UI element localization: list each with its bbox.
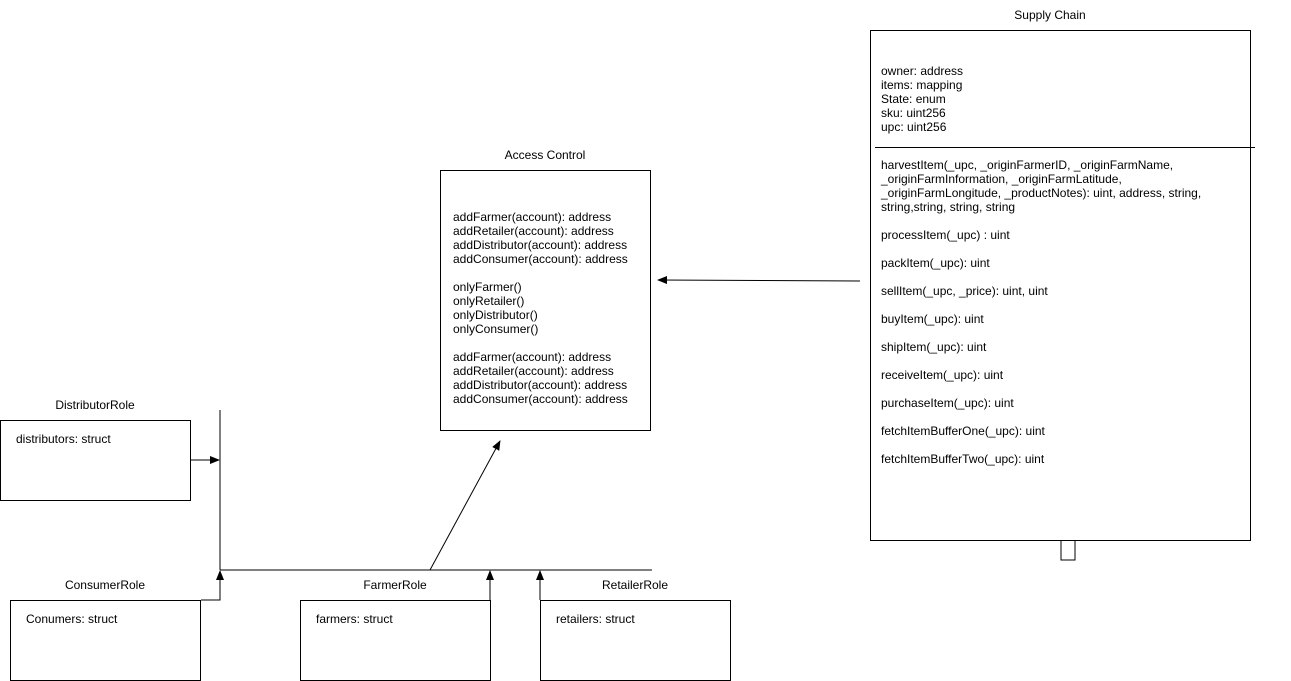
method-line: buyItem(_upc): uint: [881, 312, 984, 326]
consumer-role-box[interactable]: [10, 600, 201, 681]
method-spacer: [881, 382, 1201, 396]
member-line: addRetailer(account): address: [453, 364, 614, 378]
member-line: onlyRetailer(): [453, 294, 525, 308]
method-line: packItem(_upc): uint: [881, 256, 990, 270]
retailer-role-field: retailers: struct: [556, 612, 635, 626]
member-line: addConsumer(account): address: [453, 252, 628, 266]
method-line: shipItem(_upc): uint: [881, 340, 987, 354]
access-control-members: addFarmer(account): address addRetailer(…: [453, 210, 628, 406]
attribute-line: sku: uint256: [881, 106, 946, 120]
distributor-role-title: DistributorRole: [55, 398, 135, 412]
method-line: harvestItem(_upc, _originFarmerID, _orig…: [881, 158, 1174, 172]
supply-chain-title: Supply Chain: [1014, 8, 1086, 22]
consumer-to-bus-arrow: [201, 570, 224, 601]
method-spacer: [881, 410, 1201, 424]
method-line: purchaseItem(_upc): uint: [881, 396, 1014, 410]
member-line: addConsumer(account): address: [453, 392, 628, 406]
access-control-title: Access Control: [504, 148, 586, 162]
distributor-role-field: distributors: struct: [16, 432, 111, 446]
member-line: onlyConsumer(): [453, 322, 539, 336]
member-line: onlyFarmer(): [453, 280, 522, 294]
supply-chain-box[interactable]: [870, 30, 1251, 541]
method-line: _originFarmInformation, _originFarmLatit…: [881, 172, 1122, 186]
member-line: onlyDistributor(): [453, 308, 538, 322]
member-spacer: [453, 336, 628, 350]
method-line: fetchItemBufferTwo(_upc): uint: [881, 452, 1045, 466]
farmer-role-field: farmers: struct: [316, 612, 393, 626]
member-line: addFarmer(account): address: [453, 210, 612, 224]
bus-to-access-control-arrow: [429, 440, 501, 571]
method-spacer: [881, 438, 1201, 452]
supply-chain-methods: harvestItem(_upc, _originFarmerID, _orig…: [881, 158, 1201, 466]
supply-chain-divider: [875, 147, 1255, 148]
attribute-line: items: mapping: [881, 78, 963, 92]
member-line: addRetailer(account): address: [453, 224, 614, 238]
method-line: _originFarmLongitude, _productNotes): ui…: [881, 186, 1202, 200]
method-spacer: [881, 298, 1201, 312]
attribute-line: owner: address: [881, 64, 964, 78]
method-line: receiveItem(_upc): uint: [881, 368, 1004, 382]
member-line: addDistributor(account): address: [453, 238, 628, 252]
method-spacer: [881, 270, 1201, 284]
farmer-role-box[interactable]: [300, 600, 491, 681]
attribute-line: upc: uint256: [881, 120, 947, 134]
distributor-role-box[interactable]: [0, 420, 191, 501]
member-line: addFarmer(account): address: [453, 350, 612, 364]
method-line: processItem(_upc) : uint: [881, 228, 1010, 242]
member-spacer: [453, 266, 628, 280]
attribute-line: State: enum: [881, 92, 946, 106]
supply-chain-attributes: owner: address items: mapping State: enu…: [881, 64, 963, 134]
supply-chain-resize-handle[interactable]: [1060, 539, 1076, 561]
farmer-role-title: FarmerRole: [363, 578, 427, 592]
method-line: string,string, string, string: [881, 200, 1016, 214]
member-line: addDistributor(account): address: [453, 378, 628, 392]
access-control-box[interactable]: [440, 170, 651, 431]
method-spacer: [881, 354, 1201, 368]
method-spacer: [881, 326, 1201, 340]
method-spacer: [881, 214, 1201, 228]
method-spacer: [881, 242, 1201, 256]
method-line: fetchItemBufferOne(_upc): uint: [881, 424, 1045, 438]
supply-chain-to-access-control-arrow: [657, 276, 861, 285]
retailer-role-title: RetailerRole: [601, 578, 669, 592]
consumer-role-field: Conumers: struct: [26, 612, 118, 626]
method-line: sellItem(_upc, _price): uint, uint: [881, 284, 1048, 298]
consumer-role-title: ConsumerRole: [64, 578, 146, 592]
